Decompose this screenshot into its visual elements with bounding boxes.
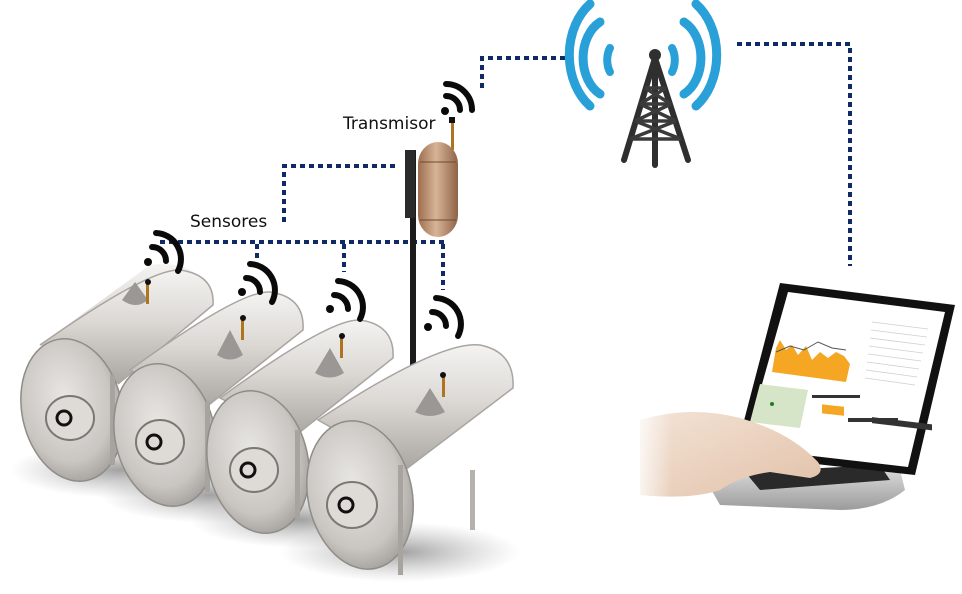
link-transmitter-tower — [480, 56, 572, 88]
transmitter-device — [405, 117, 458, 365]
transmitter-label: Transmisor — [343, 114, 436, 134]
sensor-signal-icon-3 — [326, 278, 366, 322]
laptop — [630, 283, 955, 510]
sensor-signal-icon-1 — [144, 230, 184, 274]
tank-4 — [280, 343, 520, 582]
link-tower-laptop — [737, 42, 852, 266]
dashboard-content — [750, 321, 932, 431]
sensors-label: Sensores — [190, 212, 268, 232]
link-transmitter-bus — [282, 164, 395, 226]
cell-tower-icon — [564, 0, 722, 168]
link-lines — [160, 42, 852, 290]
sensor-signal-icon-4 — [424, 295, 464, 339]
sensor-signal-icon-2 — [238, 261, 278, 305]
tank-group — [10, 264, 520, 582]
transmitter-signal-icon — [441, 81, 475, 115]
